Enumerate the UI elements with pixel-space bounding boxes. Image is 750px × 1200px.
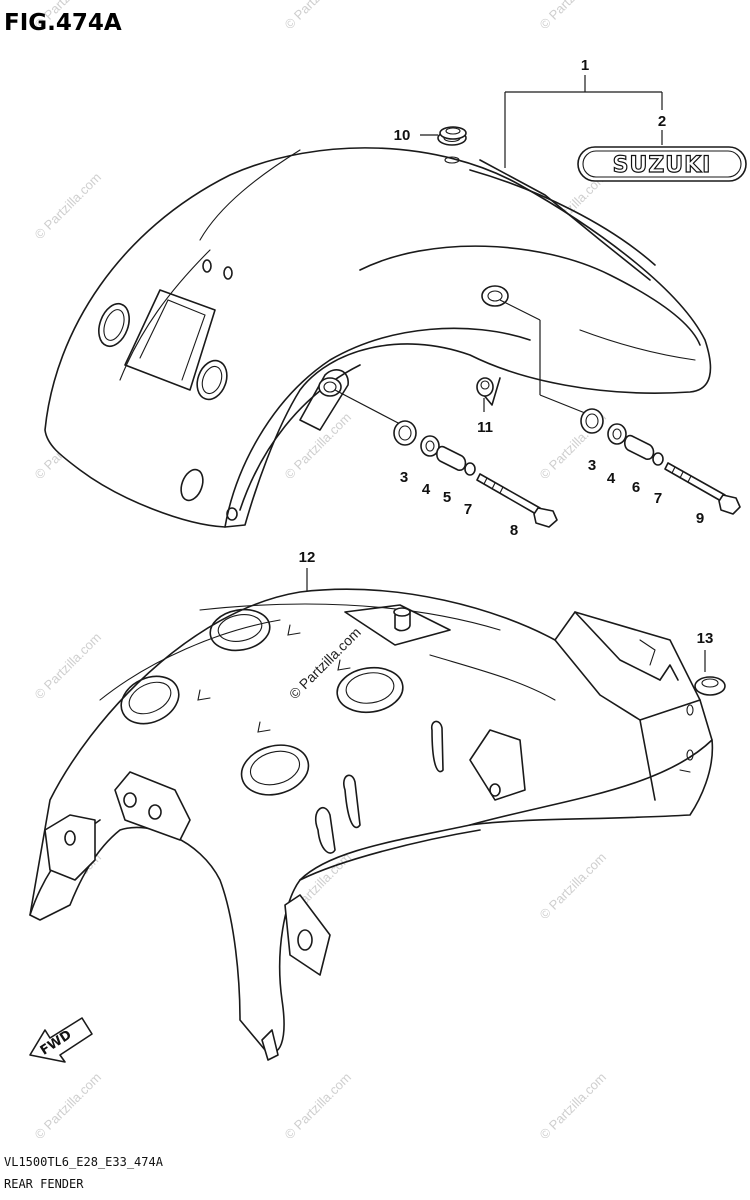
watermark: © Partzilla.com (282, 0, 355, 32)
callout-11: 11 (477, 419, 493, 436)
leader-lines-1-2 (306, 75, 706, 672)
callout-6: 6 (632, 479, 640, 496)
watermark: © Partzilla.com (32, 1070, 105, 1143)
cushion-part-10 (439, 126, 467, 140)
callout-10: 10 (394, 127, 411, 144)
watermark: © Partzilla.com (32, 170, 105, 243)
callout-8: 8 (510, 522, 518, 539)
watermark: © Partzilla.com (282, 410, 355, 483)
callout-7-left: 7 (464, 501, 472, 518)
callout-4-left: 4 (422, 481, 431, 498)
section-name: REAR FENDER (4, 1177, 84, 1191)
watermark: © Partzilla.com (537, 0, 610, 32)
emblem-text: SUZUKI (613, 153, 712, 178)
figure-title: FIG.474A (4, 10, 122, 36)
fastener-stack-right (499, 299, 741, 515)
watermark: © Partzilla.com (32, 630, 105, 703)
watermark: © Partzilla.com (537, 850, 610, 923)
callout-3-right: 3 (588, 457, 596, 474)
callout-2: 2 (658, 113, 666, 130)
callout-5: 5 (443, 489, 451, 506)
suzuki-emblem: SUZUKI (577, 146, 747, 182)
rear-fender-upper (44, 130, 712, 528)
cushion-part-11 (476, 377, 494, 397)
fastener-stack-left (334, 389, 558, 528)
fwd-direction-arrow: FWD (29, 1017, 93, 1063)
watermark: © Partzilla.com (537, 1070, 610, 1143)
model-code: VL1500TL6_E28_E33_474A (4, 1155, 164, 1169)
watermark: © Partzilla.com (282, 1070, 355, 1143)
callout-3-left: 3 (400, 469, 408, 486)
callout-4-right: 4 (607, 470, 616, 487)
callout-13: 13 (697, 630, 714, 647)
callout-labels: 1 2 10 11 3 4 5 7 8 3 4 6 7 9 12 13 (299, 57, 714, 647)
callout-1: 1 (581, 57, 589, 74)
callout-9: 9 (696, 510, 704, 527)
callout-7-right: 7 (654, 490, 662, 507)
callout-12: 12 (299, 549, 316, 566)
cushion-part-13 (694, 676, 726, 696)
inner-fender-lower (29, 588, 714, 1061)
